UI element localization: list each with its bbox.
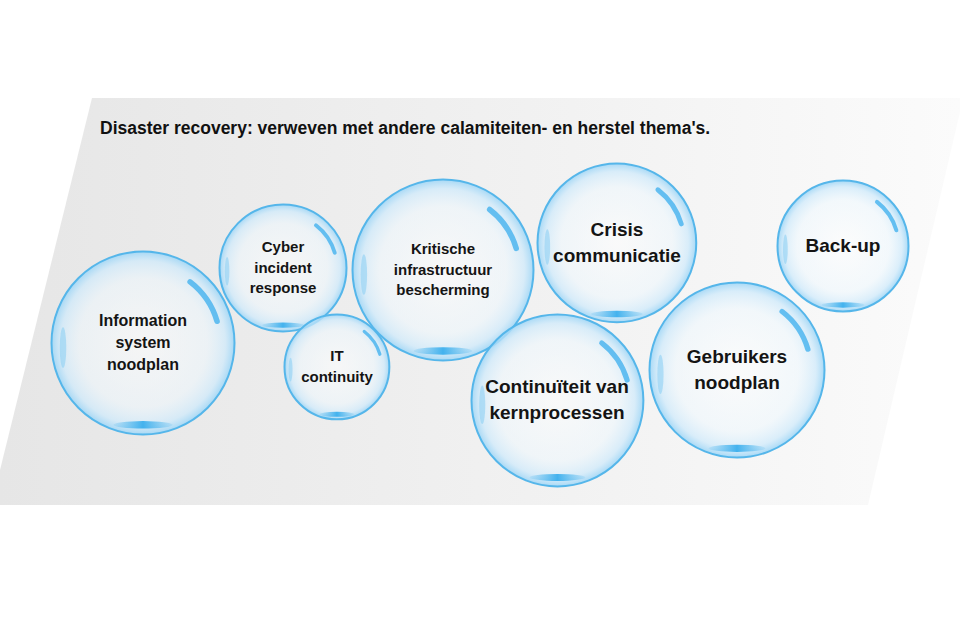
bubble-label: Continuïteit van kernprocessen <box>482 374 632 426</box>
bubble-highlight <box>414 347 473 354</box>
bubble-highlight <box>591 311 643 317</box>
bubble-highlight <box>361 254 367 294</box>
bubble-highlight <box>187 279 219 324</box>
bubble-outline <box>778 181 909 312</box>
bubble-shape <box>648 281 826 459</box>
grey-band <box>0 98 960 505</box>
bubble-node: Cyber incident response <box>218 203 348 333</box>
bubble-highlight <box>320 412 355 417</box>
bubble-node: Crisis communicatie <box>536 162 698 324</box>
bubble-outline <box>650 283 825 458</box>
bubble-highlight <box>709 445 766 452</box>
bubble-label: IT continuity <box>296 346 378 387</box>
bubble-outline <box>52 252 235 435</box>
bubble-highlight <box>225 257 230 286</box>
bubble-highlight <box>779 309 810 352</box>
bubble-highlight <box>875 200 898 232</box>
bubble-outline <box>220 205 347 332</box>
bubble-highlight <box>113 421 173 428</box>
bubble-label: Kritische infrastructuur bescherming <box>378 239 508 301</box>
bubble-highlight <box>529 473 585 480</box>
bubble-label: Gebruikers noodplan <box>672 344 802 396</box>
bubble-outline <box>538 164 697 323</box>
bubble-highlight <box>289 358 293 382</box>
bubble-node: Back-up <box>776 179 910 313</box>
bubble-label: Crisis communicatie <box>549 217 685 269</box>
bubble-highlight <box>822 302 865 307</box>
bubble-label: Information system noodplan <box>84 310 202 376</box>
bubble-shape <box>470 313 645 488</box>
bubble-shape <box>536 162 698 324</box>
bubble-outline <box>471 314 643 486</box>
bubble-highlight <box>479 385 485 423</box>
diagram-title: Disaster recovery: verweven met andere c… <box>100 118 710 139</box>
bubble-outline <box>285 315 390 420</box>
bubble-node: Information system noodplan <box>50 250 236 436</box>
bubble-highlight <box>60 327 67 368</box>
bubble-label: Back-up <box>788 233 898 259</box>
bubble-highlight <box>656 187 684 226</box>
bubble-node: Gebruikers noodplan <box>648 281 826 459</box>
bubble-highlight <box>262 323 304 328</box>
bubble-node: Continuïteit van kernprocessen <box>470 313 645 488</box>
bubble-highlight <box>314 223 337 254</box>
bubble-highlight <box>657 355 663 394</box>
bubble-highlight <box>487 207 519 251</box>
bubble-label: Cyber incident response <box>241 237 325 299</box>
bubble-highlight <box>783 235 788 264</box>
bubble-highlight <box>545 229 551 265</box>
